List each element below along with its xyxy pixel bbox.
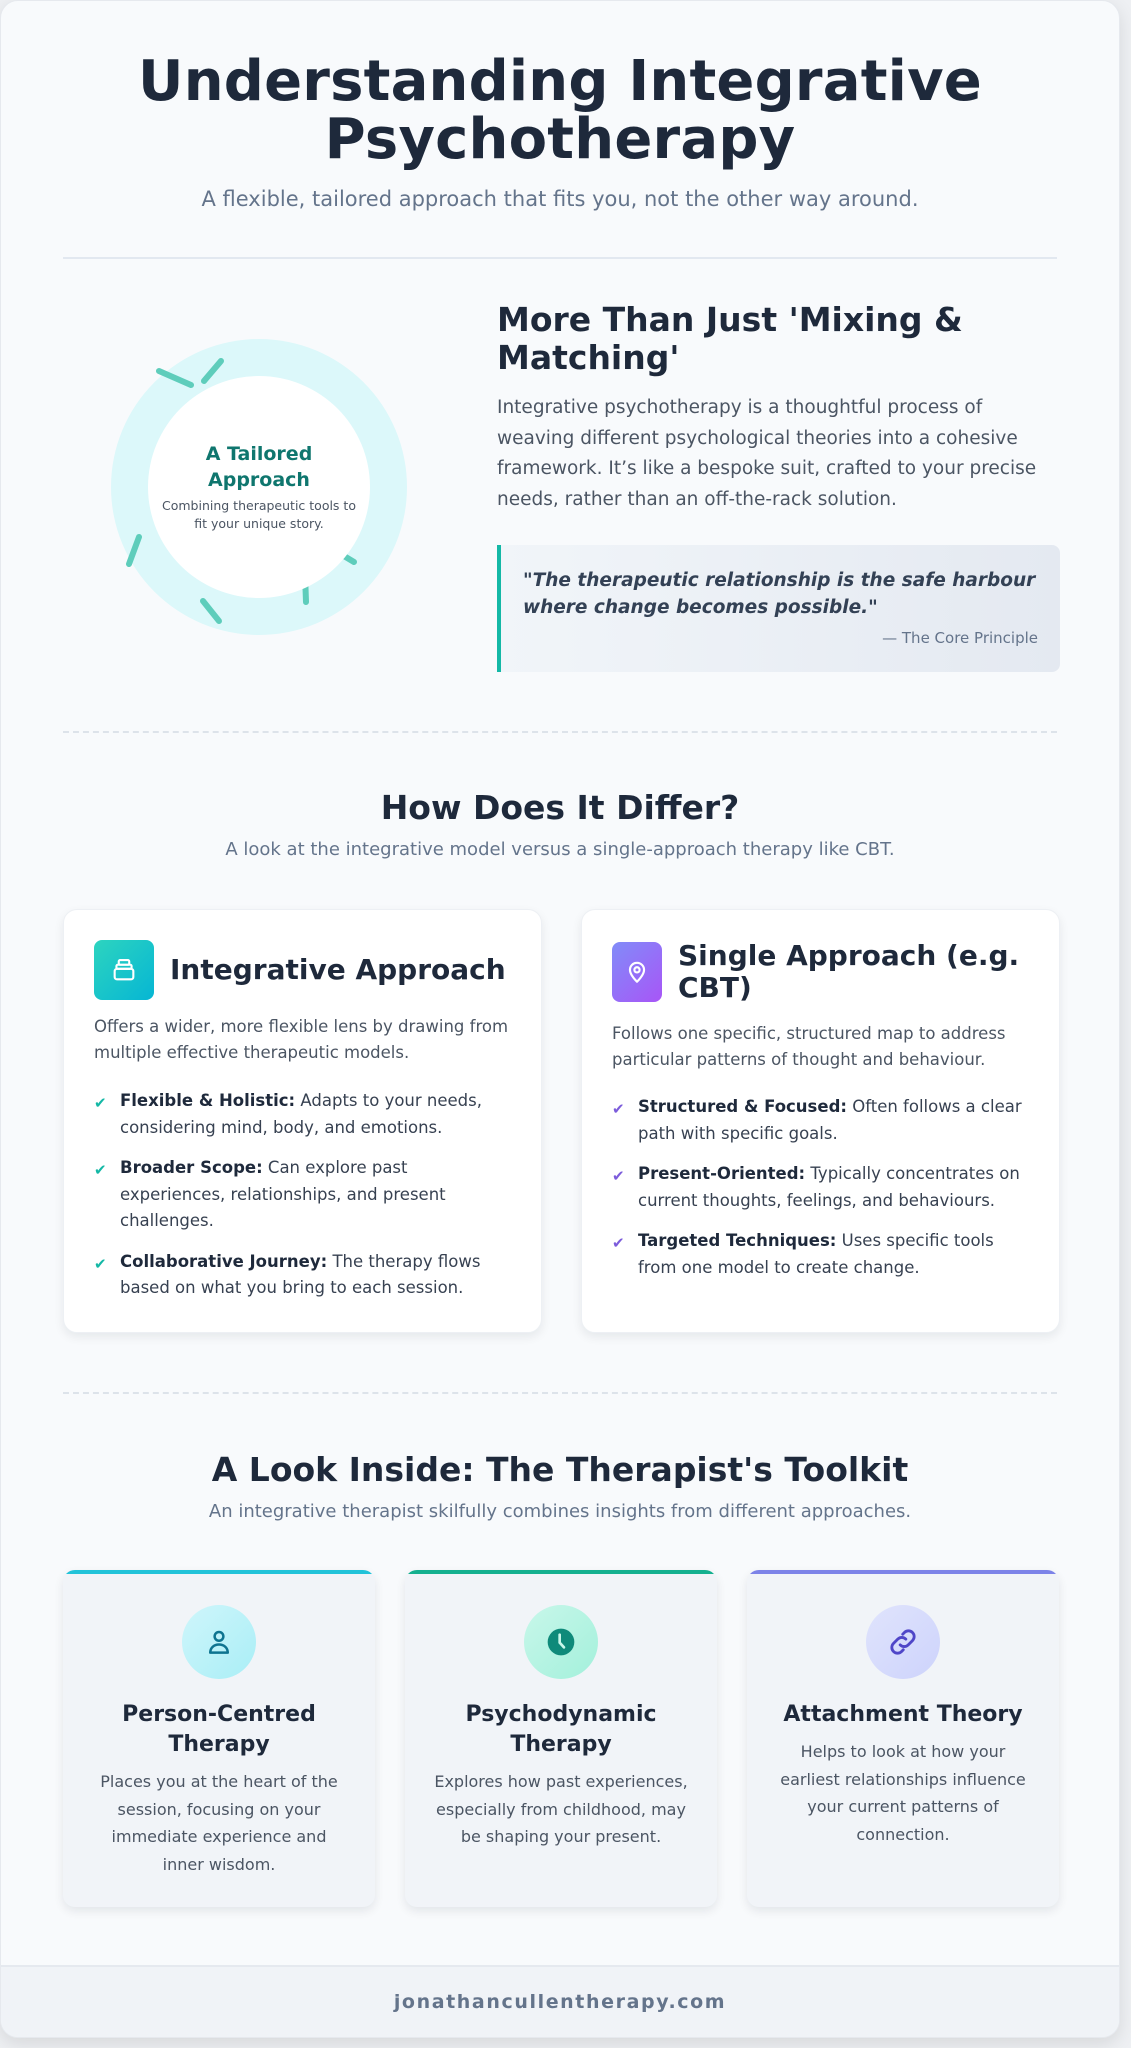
- card-header: Single Approach (e.g. CBT): [612, 940, 1035, 1004]
- footer: jonathancullentherapy.com: [1, 1965, 1119, 2037]
- differ-subtitle: A look at the integrative model versus a…: [225, 839, 895, 860]
- card-description: Follows one specific, structured map to …: [612, 1024, 1006, 1069]
- intro-section: More Than Just 'Mixing & Matching' Integ…: [497, 301, 1062, 515]
- item-text: Adapts to your needs, considering mind, …: [120, 1091, 482, 1137]
- integrative-approach-card: Integrative Approach Offers a wider, mor…: [63, 909, 542, 1333]
- list-item: ✔ Present-Oriented: Typically concentrat…: [612, 1161, 1031, 1214]
- header-divider: [63, 257, 1057, 259]
- check-icon: ✔: [612, 1100, 625, 1118]
- feature-list: ✔ Flexible & Holistic: Adapts to your ne…: [94, 1088, 513, 1316]
- card-description: Offers a wider, more flexible lens by dr…: [94, 1017, 509, 1062]
- attachment-theory-card: Attachment Theory Helps to look at how y…: [747, 1570, 1059, 1907]
- list-item: ✔ Collaborative Journey: The therapy flo…: [94, 1249, 513, 1302]
- item-label: Targeted Techniques:: [638, 1231, 837, 1250]
- intro-heading: More Than Just 'Mixing & Matching': [497, 300, 963, 377]
- single-approach-card: Single Approach (e.g. CBT) Follows one s…: [581, 909, 1060, 1333]
- item-label: Flexible & Holistic:: [120, 1091, 296, 1110]
- card-description: Places you at the heart of the session, …: [100, 1772, 338, 1874]
- header: Understanding Integrative Psychotherapy …: [63, 49, 1057, 212]
- card-title: Attachment Theory: [783, 1702, 1023, 1727]
- differ-heading: How Does It Differ?: [380, 788, 740, 827]
- card-accent-bar: [405, 1570, 717, 1574]
- card-title: Single Approach (e.g. CBT): [678, 939, 1020, 1004]
- item-text: Often follows a clear path with specific…: [638, 1097, 1022, 1143]
- card-accent-bar: [747, 1570, 1059, 1574]
- check-icon: ✔: [94, 1161, 107, 1179]
- intro-paragraph: Integrative psychotherapy is a thoughtfu…: [497, 397, 1037, 510]
- psychodynamic-card: Psychodynamic Therapy Explores how past …: [405, 1570, 717, 1907]
- quote-citation: — The Core Principle: [882, 629, 1038, 647]
- link-icon: [866, 1605, 940, 1679]
- section-divider: [63, 731, 1057, 733]
- website-link[interactable]: jonathancullentherapy.com: [393, 1991, 727, 2013]
- card-accent-bar: [63, 1570, 375, 1574]
- person-centred-card: Person-Centred Therapy Places you at the…: [63, 1570, 375, 1907]
- tailored-approach-graphic: A Tailored Approach Combining therapeuti…: [111, 339, 407, 635]
- item-label: Structured & Focused:: [638, 1097, 847, 1116]
- page-title: Understanding Integrative Psychotherapy: [138, 49, 982, 172]
- clock-icon: [524, 1605, 598, 1679]
- graphic-title: A Tailored Approach: [205, 443, 313, 491]
- item-text: The therapy flows based on what you brin…: [120, 1251, 481, 1298]
- toolkit-subtitle: An integrative therapist skilfully combi…: [208, 1501, 912, 1522]
- list-item: ✔ Broader Scope: Can explore past experi…: [94, 1155, 513, 1235]
- check-icon: ✔: [94, 1094, 107, 1112]
- item-label: Present-Oriented:: [638, 1164, 806, 1183]
- check-icon: ✔: [94, 1254, 107, 1273]
- item-label: Collaborative Journey:: [120, 1251, 328, 1271]
- item-text: Uses specific tools from one model to cr…: [638, 1231, 994, 1277]
- list-item: ✔ Structured & Focused: Often follows a …: [612, 1094, 1031, 1147]
- card-description: Helps to look at how your earliest relat…: [780, 1742, 1026, 1844]
- feature-list: ✔ Structured & Focused: Often follows a …: [612, 1094, 1031, 1295]
- core-principle-quote: "The therapeutic relationship is the saf…: [497, 545, 1060, 672]
- check-icon: ✔: [612, 1167, 625, 1185]
- toolkit-heading: A Look Inside: The Therapist's Toolkit: [211, 1450, 909, 1489]
- graphic-caption: Combining therapeutic tools to fit your …: [162, 498, 356, 531]
- section-divider: [63, 1392, 1057, 1394]
- list-item: ✔ Targeted Techniques: Uses specific too…: [612, 1228, 1031, 1281]
- card-header: Integrative Approach: [94, 940, 517, 1000]
- quote-text: "The therapeutic relationship is the saf…: [523, 570, 1036, 618]
- card-description: Explores how past experiences, especiall…: [434, 1772, 688, 1846]
- item-label: Broader Scope:: [120, 1158, 263, 1177]
- page-subtitle: A flexible, tailored approach that fits …: [201, 187, 919, 211]
- card-title: Psychodynamic Therapy: [465, 1702, 657, 1757]
- card-title: Integrative Approach: [170, 953, 506, 986]
- map-pin-icon: [612, 942, 662, 1002]
- item-text: Can explore past experiences, relationsh…: [120, 1158, 446, 1230]
- card-title: Person-Centred Therapy: [122, 1702, 316, 1757]
- person-icon: [182, 1605, 256, 1679]
- ring-center: A Tailored Approach Combining therapeuti…: [148, 376, 370, 598]
- list-item: ✔ Flexible & Holistic: Adapts to your ne…: [94, 1088, 513, 1141]
- archive-box-icon: [94, 940, 154, 1000]
- check-icon: ✔: [612, 1234, 625, 1252]
- item-text: Typically concentrates on current though…: [638, 1164, 1020, 1210]
